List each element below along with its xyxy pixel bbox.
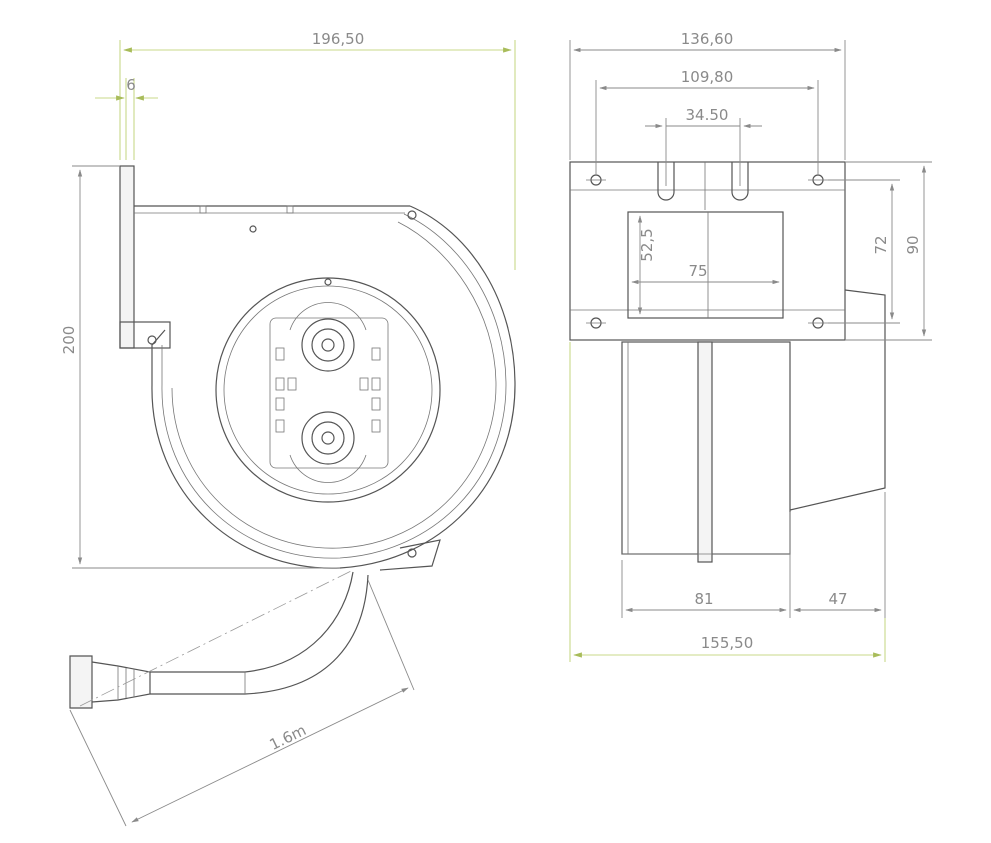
dim-hole-spacing-vertical: 72	[872, 235, 890, 254]
screw-hole-top	[407, 210, 417, 220]
housing-seam	[697, 341, 713, 563]
dim-hole-spacing-outer: 109,80	[681, 68, 734, 86]
dim-overall-width: 196,50	[312, 30, 365, 48]
volute-housing-outer	[151, 205, 516, 569]
screw-hole-bottom	[407, 548, 417, 558]
flange-foot	[119, 321, 171, 349]
side-flange-plate	[569, 161, 846, 341]
cable-connector	[69, 655, 93, 709]
dim-overall-depth: 155,50	[701, 634, 754, 652]
housing-hole-small	[249, 225, 257, 233]
mounting-flange	[119, 165, 135, 349]
dim-hole-spacing-inner: 34.50	[686, 106, 729, 124]
outlet-opening	[627, 211, 784, 319]
screw-hole-left	[147, 335, 157, 345]
dim-height: 200	[60, 326, 78, 355]
inlet-ring-outer	[215, 277, 441, 503]
motor-bracket	[789, 289, 886, 511]
dim-housing-depth: 81	[694, 590, 713, 608]
dim-motor-depth: 47	[828, 590, 847, 608]
dim-flange-height: 90	[904, 235, 922, 254]
inlet-ring-inner	[223, 285, 433, 495]
dim-flange-thickness: 6	[126, 76, 136, 94]
mounting-ear	[379, 539, 441, 571]
dim-outlet-height: 52,5	[638, 228, 656, 261]
dim-outlet-width: 75	[688, 262, 707, 280]
power-cable	[69, 569, 369, 709]
volute-housing-inner	[161, 213, 507, 559]
motor-grille	[269, 302, 389, 483]
dim-cable-length: 1.6m	[267, 721, 309, 754]
side-view: 136,60 109,80 34.50 52,5 75 72 90	[569, 30, 932, 662]
dim-flange-width: 136,60	[681, 30, 734, 48]
front-view: 196,50 6 200 1.6m	[60, 30, 516, 827]
